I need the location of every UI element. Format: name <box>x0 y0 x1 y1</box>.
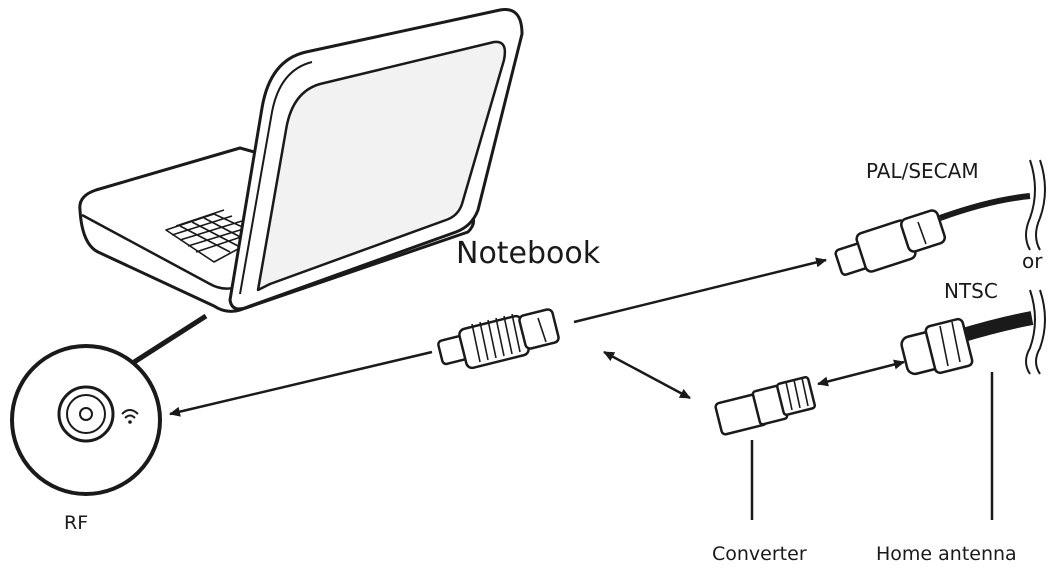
arrow-cable-converter <box>603 350 691 400</box>
rf-port-callout <box>10 344 162 496</box>
rf-label: RF <box>64 512 88 534</box>
or-label: or <box>1022 249 1043 273</box>
arrow-to-pal-secam <box>573 257 827 324</box>
coax-plug-connector <box>437 308 560 370</box>
wireless-icon <box>121 409 139 424</box>
converter-label: Converter <box>712 543 807 565</box>
pal-secam-label: PAL/SECAM <box>866 159 979 183</box>
pal-secam-connector <box>834 193 1031 276</box>
ntsc-connector <box>900 311 1034 376</box>
notebook-illustration <box>78 8 524 313</box>
arrow-converter-ntsc <box>817 359 905 387</box>
notebook-label: Notebook <box>456 236 601 271</box>
converter-adapter <box>714 375 817 436</box>
arrow-to-rf-port <box>169 350 433 417</box>
home-antenna-label: Home antenna <box>876 543 1017 565</box>
notebook-screen <box>256 40 507 292</box>
coax-port-icon <box>57 385 115 443</box>
ntsc-label: NTSC <box>944 279 998 303</box>
cable-break-marks <box>1025 159 1046 375</box>
rf-callout-line <box>126 313 208 369</box>
